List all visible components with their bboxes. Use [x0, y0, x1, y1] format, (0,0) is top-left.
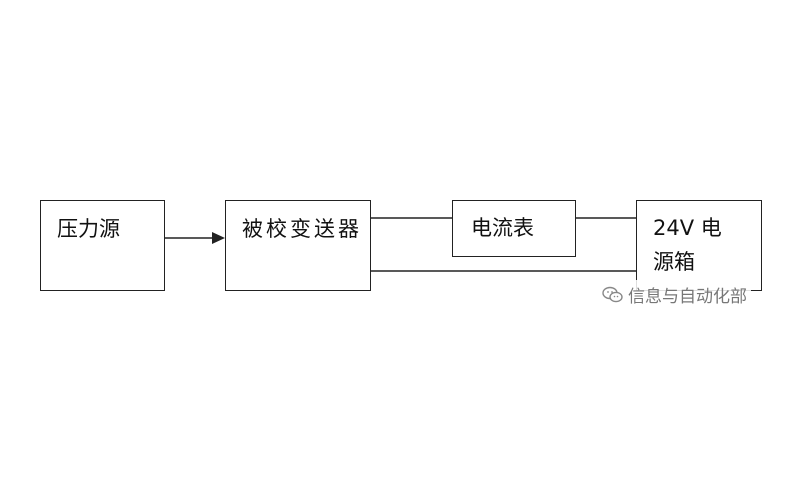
power-supply-box: 24V 电 源箱 [636, 200, 762, 291]
pressure-source-box: 压力源 [40, 200, 165, 291]
watermark-text: 信息与自动化部 [628, 287, 747, 307]
power-label-line1: 24V 电 [653, 216, 722, 240]
transmitter-label: 被校变送器 [242, 217, 362, 241]
ammeter-label: 电流表 [471, 216, 534, 240]
ammeter-box: 电流表 [452, 200, 576, 257]
pressure-source-label: 压力源 [57, 217, 120, 241]
power-label-line2: 源箱 [653, 250, 695, 274]
transmitter-box: 被校变送器 [225, 200, 371, 291]
watermark: 信息与自动化部 [598, 280, 751, 309]
pressure-arrow-head [212, 232, 225, 244]
wechat-icon [602, 286, 623, 302]
